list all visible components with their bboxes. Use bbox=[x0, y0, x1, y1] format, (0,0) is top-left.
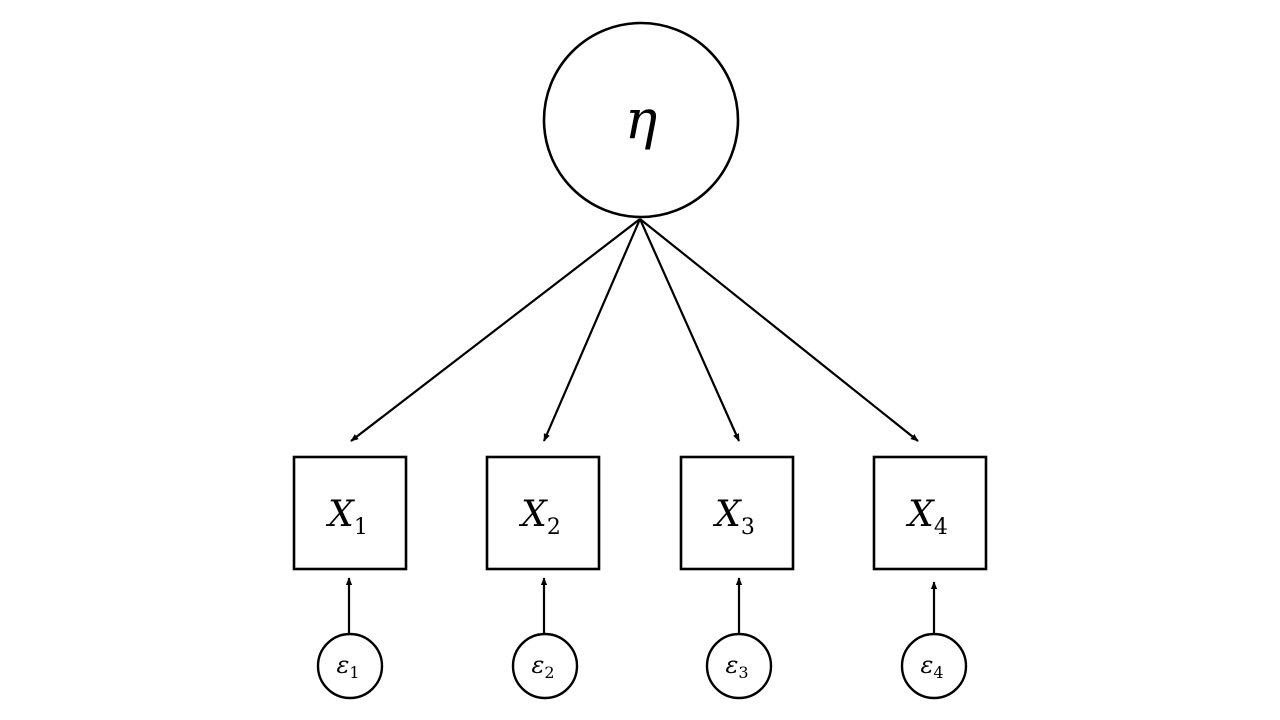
error-node-2: ε2 bbox=[511, 632, 579, 700]
loading-arrow-x4 bbox=[639, 218, 919, 442]
error-label-4: ε4 bbox=[920, 651, 943, 682]
indicator-label-x4: X4 bbox=[905, 494, 948, 540]
error-node-3: ε3 bbox=[705, 632, 773, 700]
loading-arrow-x1 bbox=[350, 218, 641, 442]
indicator-node-x1: X1 bbox=[292, 455, 408, 571]
error-label-3: ε3 bbox=[725, 651, 748, 682]
indicator-node-x3: X3 bbox=[679, 455, 795, 571]
latent-factor-node: η bbox=[542, 21, 740, 219]
indicator-label-x3: X3 bbox=[712, 494, 755, 540]
indicator-node-x2: X2 bbox=[485, 455, 601, 571]
indicator-node-x4: X4 bbox=[872, 455, 988, 571]
error-label-2: ε2 bbox=[531, 651, 554, 682]
error-label-1: ε1 bbox=[336, 651, 359, 682]
indicator-label-x1: X1 bbox=[325, 494, 368, 540]
loading-arrow-x2 bbox=[542, 218, 642, 442]
error-node-1: ε1 bbox=[316, 632, 384, 700]
indicator-label-x2: X2 bbox=[518, 494, 561, 540]
error-node-4: ε4 bbox=[900, 632, 968, 700]
loading-arrow-x3 bbox=[638, 218, 741, 442]
latent-factor-label: η bbox=[625, 88, 657, 151]
